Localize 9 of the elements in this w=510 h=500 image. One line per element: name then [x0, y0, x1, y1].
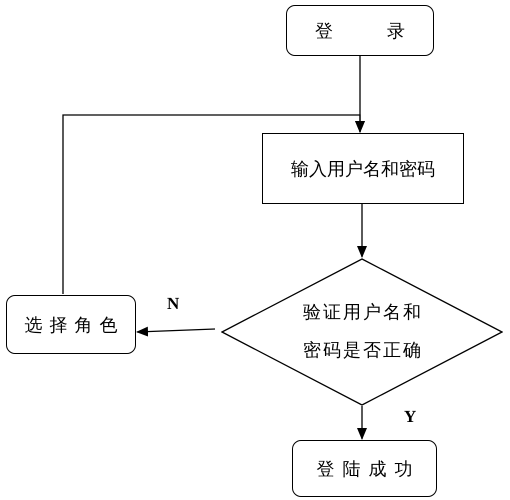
process-box: 输入用户名和密码 — [262, 133, 464, 204]
start-box: 登录 — [286, 5, 434, 56]
decision-diamond: 验证用户名和密码是否正确 — [221, 258, 503, 406]
arrow — [357, 406, 367, 440]
arrow — [136, 326, 216, 337]
arrow — [357, 204, 367, 258]
arrow — [62, 114, 365, 294]
process-box: 选择角色 — [6, 295, 136, 354]
end-box: 登陆成功 — [292, 440, 437, 497]
